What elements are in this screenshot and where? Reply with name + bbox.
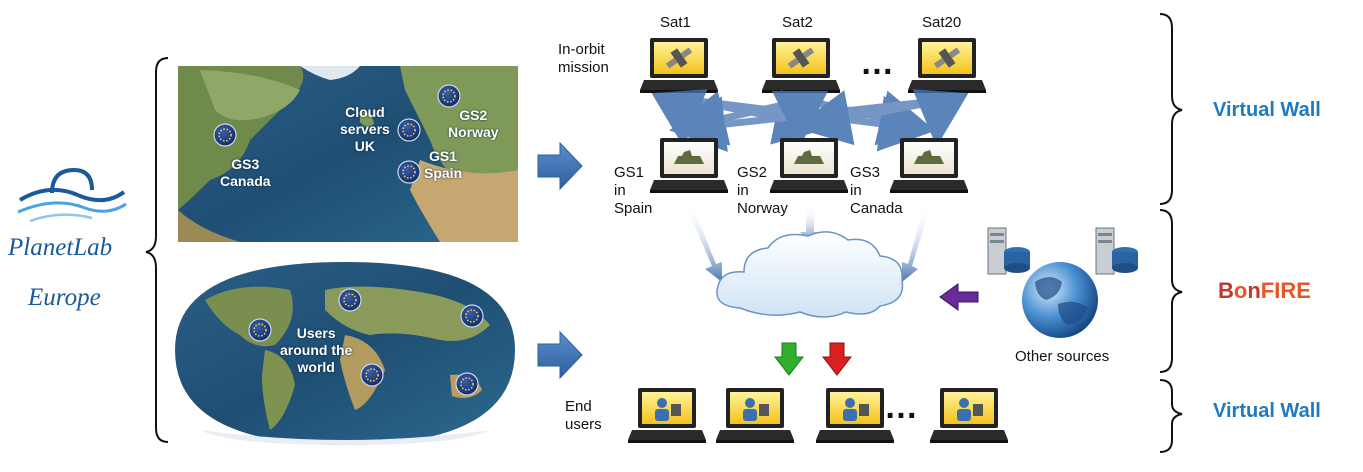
- eu-flag-icon: [455, 372, 479, 396]
- top-map: [178, 66, 518, 242]
- eu-flag-icon: [360, 363, 384, 387]
- gs1-label: GS1 in Spain: [614, 164, 653, 217]
- eu-flag-icon: [213, 123, 237, 147]
- other-sources-arrow: [939, 283, 979, 311]
- end-user-laptop-icon: [930, 388, 1008, 443]
- brace-virtual-wall-top: [1159, 13, 1183, 205]
- server-icon: [1095, 227, 1138, 275]
- virtual-wall-top-label: Virtual Wall: [1213, 99, 1321, 121]
- users-map-label: Users around the world: [280, 325, 353, 375]
- ground-station-laptop-icon: [770, 138, 848, 193]
- globe-icon: [1022, 262, 1098, 338]
- planetlab-logo: [17, 167, 127, 223]
- eu-flag-icon: [397, 118, 421, 142]
- satellite-laptop-icon: [640, 38, 718, 93]
- sat1-label: Sat1: [660, 14, 691, 31]
- ground-station-laptops: [650, 138, 968, 193]
- satellite-laptop-icon: [762, 38, 840, 93]
- bonfire-b: B: [1218, 278, 1234, 303]
- bottom-map: [175, 262, 515, 445]
- other-sources-label: Other sources: [1015, 348, 1110, 365]
- end-users-ellipsis: …: [884, 388, 918, 426]
- bonfire-n: n: [1247, 278, 1261, 303]
- eu-markers: [213, 84, 484, 396]
- map-to-users-arrow: [537, 330, 583, 380]
- planetlab-title: PlanetLab: [8, 234, 113, 261]
- eu-flag-icon: [248, 318, 272, 342]
- map-to-gs-arrow: [537, 141, 583, 191]
- left-brace: [145, 57, 169, 443]
- upload-red-arrow: [821, 342, 853, 376]
- gs1-map-label: GS1 Spain: [424, 148, 463, 181]
- end-user-laptop-icon: [716, 388, 794, 443]
- wave-logo-icon: [17, 167, 127, 223]
- end-users-label: End users: [565, 398, 602, 433]
- bonfire-logo: BonFIRE: [1218, 278, 1311, 304]
- gs3-label: GS3 in Canada: [850, 164, 903, 217]
- sat20-label: Sat20: [922, 14, 962, 31]
- in-orbit-label: In-orbit mission: [558, 41, 609, 76]
- other-sources: [987, 227, 1138, 338]
- satellite-laptop-icon: [908, 38, 986, 93]
- ground-station-laptop-icon: [650, 138, 728, 193]
- ground-station-laptop-icon: [890, 138, 968, 193]
- cloud-servers-label: Cloud servers UK: [340, 104, 390, 154]
- end-user-laptop-icon: [628, 388, 706, 443]
- eu-flag-icon: [460, 304, 484, 328]
- virtual-wall-bottom-label: Virtual Wall: [1213, 400, 1321, 422]
- sat-gs-links: [651, 89, 969, 153]
- sat-ellipsis: …: [860, 44, 894, 82]
- planetlab-subtitle: Europe: [28, 284, 101, 311]
- satellite-laptops: [640, 38, 986, 93]
- eu-flag-icon: [437, 84, 461, 108]
- end-user-laptop-icon: [816, 388, 894, 443]
- server-icon: [987, 227, 1030, 275]
- gs2-label: GS2 in Norway: [737, 164, 788, 217]
- eu-flag-icon: [338, 288, 362, 312]
- brace-bonfire: [1159, 209, 1183, 373]
- eu-flag-icon: [397, 160, 421, 184]
- gs2-map-label: GS2 Norway: [448, 107, 499, 140]
- cloud-icon: [716, 231, 904, 318]
- brace-virtual-wall-bottom: [1159, 379, 1183, 453]
- download-green-arrow: [773, 342, 805, 376]
- bonfire-fire: FIRE: [1260, 278, 1311, 303]
- bonfire-o: o: [1233, 278, 1248, 303]
- sat2-label: Sat2: [782, 14, 813, 31]
- end-user-laptops: [628, 388, 1008, 443]
- gs3-map-label: GS3 Canada: [220, 156, 271, 189]
